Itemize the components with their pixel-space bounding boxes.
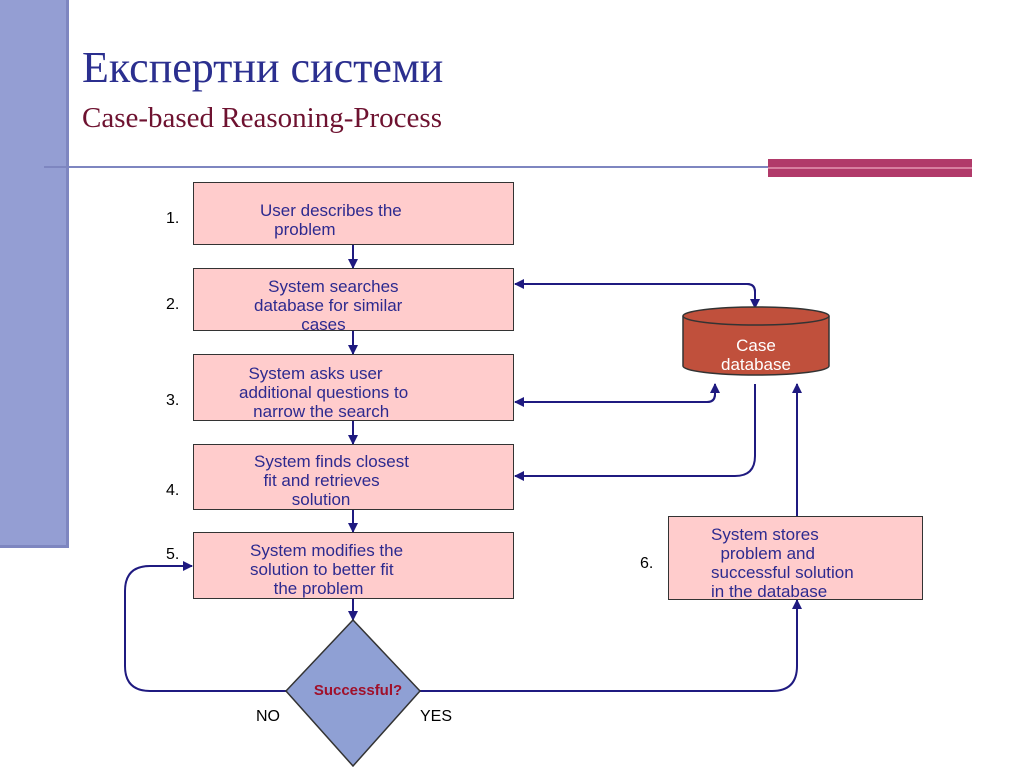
accent-bar-line (768, 167, 972, 169)
step-box-4: System finds closest fit and retrieves s… (193, 444, 514, 510)
arrow-db-retrieve (514, 384, 756, 481)
arrow-yes-store (418, 599, 802, 692)
sidebar-bar (0, 0, 69, 548)
no-label: NO (256, 708, 280, 725)
arrow-no-loop (124, 561, 288, 692)
step-number-6: 6. (640, 555, 654, 572)
step-box-3: System asks user additional questions to… (193, 354, 514, 421)
slide-subtitle: Case-based Reasoning-Process (82, 102, 442, 134)
step-number-4: 4. (166, 482, 180, 499)
step-box-1: User describes the problem (193, 182, 514, 245)
case-database-cylinder (682, 306, 830, 376)
step-box-5: System modifies the solution to better f… (193, 532, 514, 599)
arrow-ask-db (600, 383, 720, 403)
step-text-1: User describes the problem (260, 201, 402, 239)
step-box-6: System stores problem and successful sol… (668, 516, 923, 601)
yes-label: YES (420, 708, 453, 725)
step-text-3: System asks user additional questions to… (239, 364, 409, 421)
step-box-2: System searches database for similar cas… (193, 268, 514, 334)
database-label: Case database (721, 336, 791, 374)
step-text-4: System finds closest fit and retrieves s… (254, 452, 409, 509)
step-number-1: 1. (166, 210, 180, 227)
slide-title: Експертни системи (82, 43, 444, 92)
arrow-db-ask (514, 384, 716, 407)
decision-label: Successful? (313, 682, 403, 699)
arrow-db-search (514, 279, 756, 308)
step-number-2: 2. (166, 296, 180, 313)
step-text-5: System modifies the solution to better f… (250, 541, 404, 598)
decision-diamond (284, 618, 422, 768)
step-text-2: System searches database for similar cas… (254, 277, 403, 334)
step-number-3: 3. (166, 392, 180, 409)
arrow-search-db (600, 283, 760, 309)
title-divider (44, 166, 770, 168)
step-text-6: System stores problem and successful sol… (711, 525, 854, 601)
step-number-5: 5. (166, 546, 180, 563)
